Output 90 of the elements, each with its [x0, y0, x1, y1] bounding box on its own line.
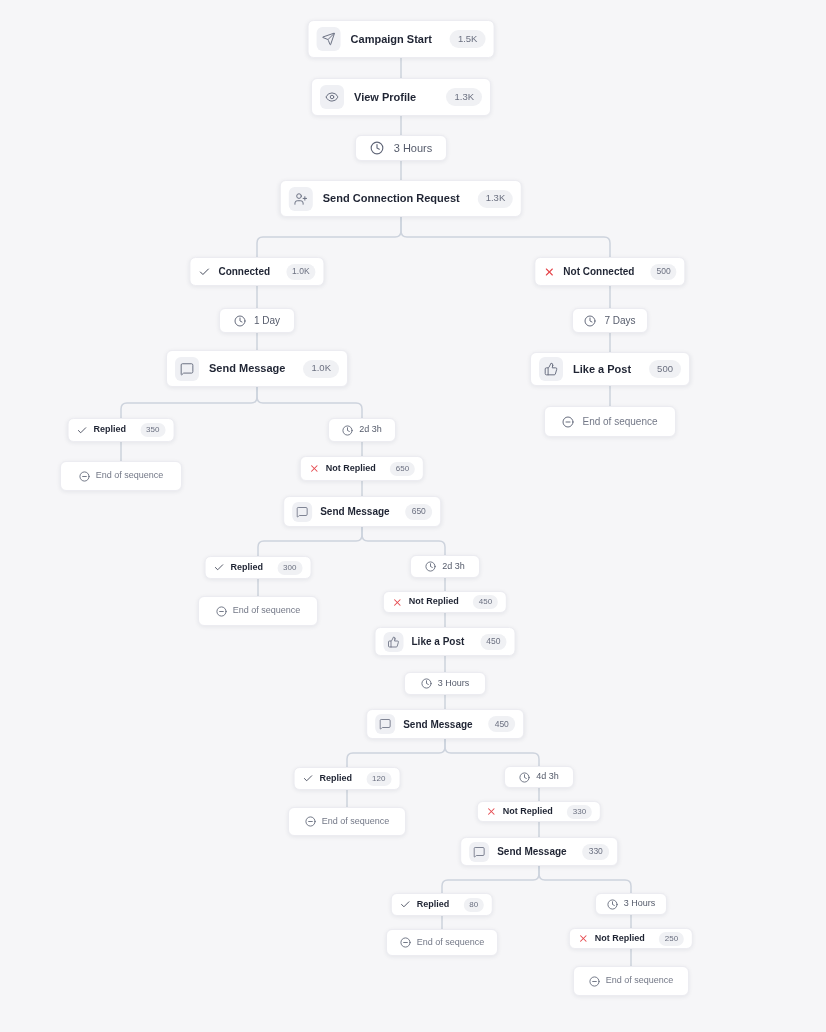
outcome-card: [189, 257, 325, 286]
step-card: [166, 350, 348, 387]
step-card: [307, 20, 495, 58]
step-label: End of sequence: [321, 814, 390, 828]
status-card: [410, 555, 480, 578]
step-label: Replied: [230, 560, 265, 574]
count-badge: 1.3K: [477, 189, 514, 208]
status-card: [60, 461, 182, 491]
step-card: [311, 78, 491, 116]
step-label: End of sequence: [416, 935, 485, 949]
count-badge: 450: [472, 595, 499, 609]
count-badge: 1.3K: [446, 88, 482, 106]
count-badge: 650: [389, 461, 416, 476]
count-badge: 450: [488, 716, 515, 732]
outcome-card: [299, 456, 425, 481]
step-label: Not Replied: [408, 595, 460, 609]
count-badge: 500: [649, 360, 681, 378]
connector-line: [400, 216, 611, 258]
outcome-card: [204, 556, 312, 579]
step-card: [530, 352, 690, 386]
step-label: Send Message: [209, 361, 287, 377]
step-label: 2d 3h: [359, 423, 382, 437]
step-label: Replied: [319, 771, 354, 785]
step-label: Campaign Start: [350, 31, 433, 47]
outcome-card: [67, 418, 175, 442]
count-badge: 300: [277, 560, 303, 575]
step-label: Like a Post: [573, 361, 633, 377]
connector-line: [256, 386, 363, 419]
step-label: 3 Hours: [437, 676, 470, 690]
step-label: View Profile: [354, 89, 418, 105]
status-card: [595, 893, 667, 915]
step-label: Send Message: [497, 845, 568, 859]
step-label: 3 Hours: [393, 140, 433, 156]
step-label: Not Replied: [594, 931, 646, 945]
step-label: End of sequence: [95, 469, 164, 483]
step-label: 4d 3h: [536, 770, 559, 784]
step-label: 7 Days: [604, 314, 636, 328]
count-badge: 120: [366, 771, 392, 786]
count-badge: 330: [566, 804, 593, 819]
status-card: [386, 929, 498, 956]
step-card: [366, 709, 524, 739]
status-card: [288, 807, 406, 836]
step-label: End of sequence: [582, 415, 658, 429]
step-label: Like a Post: [411, 635, 466, 649]
step-card: [460, 837, 618, 866]
step-label: Not Replied: [502, 804, 554, 818]
outcome-card: [534, 257, 686, 286]
outcome-card: [293, 767, 401, 790]
count-badge: 1.5K: [449, 30, 486, 48]
step-label: End of sequence: [605, 974, 674, 988]
step-label: Send Message: [320, 505, 391, 519]
count-badge: 450: [480, 633, 507, 650]
outcome-card: [476, 801, 602, 822]
step-label: Not Connected: [563, 265, 636, 279]
count-badge: 330: [582, 843, 609, 860]
status-card: [544, 406, 676, 437]
step-label: Replied: [416, 897, 451, 911]
step-card: [279, 180, 523, 217]
step-card: [283, 496, 441, 527]
step-label: 3 Hours: [623, 897, 656, 911]
step-label: Not Replied: [325, 461, 377, 475]
status-card: [355, 135, 447, 161]
step-card: [374, 627, 516, 656]
status-card: [328, 418, 396, 442]
status-card: [572, 308, 648, 333]
count-badge: 250: [658, 931, 685, 946]
count-badge: 350: [140, 423, 166, 437]
count-badge: 80: [463, 897, 485, 912]
connector-line: [538, 865, 632, 894]
count-badge: 1.0K: [286, 263, 316, 280]
step-label: End of sequence: [232, 604, 301, 618]
count-badge: 650: [405, 503, 432, 520]
outcome-card: [568, 928, 694, 949]
step-label: Send Connection Request: [322, 191, 461, 207]
status-card: [219, 308, 295, 333]
status-card: [504, 766, 574, 788]
status-card: [198, 596, 318, 626]
count-badge: 500: [650, 263, 677, 280]
connector-line: [361, 526, 446, 556]
outcome-card: [390, 893, 494, 916]
connector-line: [444, 738, 540, 767]
step-label: Connected: [218, 265, 272, 279]
step-label: 1 Day: [253, 314, 281, 328]
step-label: 2d 3h: [442, 559, 465, 573]
outcome-card: [382, 591, 508, 613]
count-badge: 1.0K: [303, 359, 339, 378]
status-card: [573, 966, 689, 996]
status-card: [404, 672, 486, 695]
step-label: Replied: [93, 423, 128, 437]
step-label: Send Message: [403, 717, 474, 732]
